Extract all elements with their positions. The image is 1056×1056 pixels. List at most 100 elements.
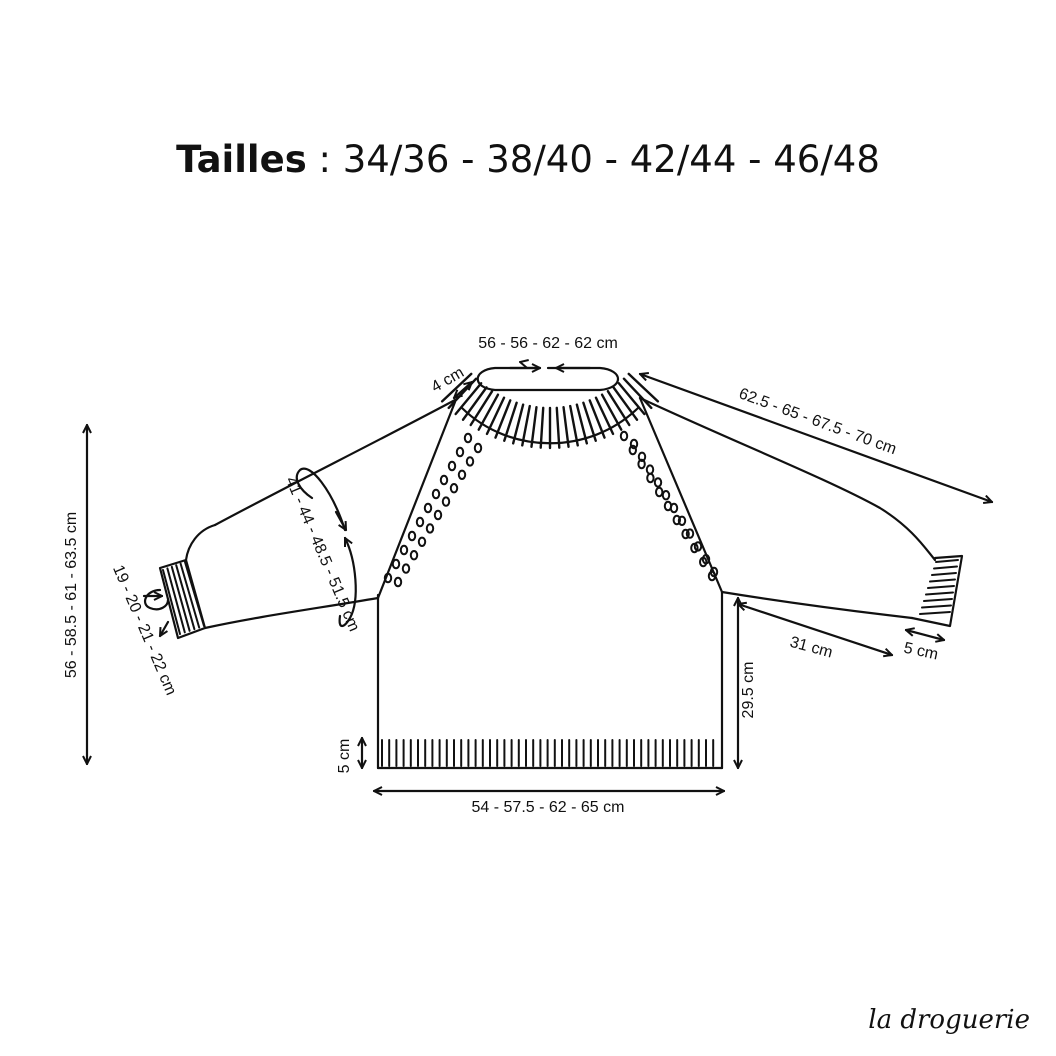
- sizes-title: Tailles : 34/36 - 38/40 - 42/44 - 46/48: [0, 138, 1056, 181]
- eyelet: [645, 464, 655, 475]
- collar-rib: [477, 393, 500, 431]
- eyelet: [399, 544, 409, 556]
- right-cuff-rib: [925, 591, 954, 596]
- underarm-label: 31 cm: [788, 634, 834, 662]
- left-cuff-rib: [184, 561, 205, 627]
- collar-rib: [562, 405, 570, 449]
- eyelet: [447, 460, 457, 472]
- cuff-label: 5 cm: [902, 640, 939, 664]
- wrist-label: 19 - 20 - 21 - 22 cm: [109, 563, 179, 698]
- eyelet: [701, 554, 711, 565]
- collar-rib: [539, 406, 545, 449]
- collar-rib: [594, 396, 615, 436]
- neck-circumference-label: 56 - 56 - 62 - 62 cm: [478, 335, 618, 352]
- eyelet: [407, 530, 417, 542]
- collar-depth-arrow: [454, 382, 472, 398]
- collar-rib: [503, 401, 518, 442]
- cuff-arrow: [906, 630, 944, 640]
- right-cuff-rib: [929, 578, 956, 583]
- right-cuff-rib: [921, 604, 952, 609]
- left-cuff: [158, 558, 207, 640]
- rib-height-label: 5 cm: [336, 739, 353, 774]
- eyelet: [393, 576, 403, 588]
- collar-rib: [494, 399, 512, 439]
- eyelet: [391, 558, 401, 570]
- measure-arrows: [87, 362, 992, 791]
- left-cuff-rib: [166, 567, 186, 634]
- eyelet: [383, 572, 393, 584]
- collar-rib: [461, 386, 488, 421]
- collar-rib: [612, 386, 639, 421]
- raglan-right: [638, 396, 724, 594]
- eyelet: [417, 536, 427, 547]
- eyelet: [449, 483, 459, 494]
- left-sleeve-bottom: [203, 596, 380, 630]
- collar-rib: [569, 404, 579, 447]
- eyelet: [677, 515, 687, 526]
- right-sleeve-top: [638, 396, 937, 562]
- eyelet: [455, 446, 465, 458]
- sleeve-length-label: 62.5 - 65 - 67.5 - 70 cm: [736, 385, 898, 458]
- arm-loop-arrow-2: [338, 538, 357, 628]
- sizes-title-separator: :: [306, 138, 343, 181]
- collar-rib: [485, 396, 506, 436]
- right-cuff-rib: [935, 559, 959, 563]
- eyelet: [465, 456, 475, 467]
- eyelet: [463, 432, 473, 444]
- sizes-title-values: 34/36 - 38/40 - 42/44 - 46/48: [342, 138, 880, 181]
- left-cuff-rib: [170, 565, 191, 632]
- eyelet: [425, 523, 435, 534]
- right-cuff-rib: [927, 585, 955, 589]
- collar-rib: [588, 399, 606, 439]
- left-cuff-rib: [179, 562, 201, 629]
- eyelet: [655, 486, 664, 498]
- right-cuff-rib: [919, 611, 951, 615]
- neck-loop-arrow: [476, 366, 619, 392]
- sizes-title-label: Tailles: [176, 138, 307, 181]
- eyelet: [693, 541, 703, 552]
- arm-loop-arrow: [295, 467, 347, 532]
- eyelet: [431, 488, 441, 500]
- eyelet: [433, 509, 443, 521]
- collar-rib: [555, 406, 561, 449]
- left-sleeve-puff: [184, 523, 217, 562]
- eyelet: [681, 528, 690, 540]
- brand-logo: la droguerie: [868, 1005, 1030, 1035]
- collar-ribs: [440, 372, 660, 450]
- eyelet: [709, 566, 719, 578]
- body-height-label: 29.5 cm: [740, 662, 757, 719]
- total-length-label: 56 - 58.5 - 61 - 63.5 cm: [63, 512, 80, 678]
- eyelet: [415, 516, 425, 528]
- eyelet: [619, 430, 629, 442]
- left-sleeve-top: [213, 398, 457, 527]
- cuff-ribs: [162, 559, 959, 635]
- right-cuff-rib: [923, 598, 953, 602]
- arm-arrow-head: [334, 510, 348, 530]
- collar-rib: [511, 403, 525, 445]
- collar-rib: [469, 389, 494, 427]
- right-sleeve-bottom: [720, 590, 914, 620]
- underarm-arrow: [738, 604, 892, 655]
- collar-rib: [521, 404, 531, 447]
- eyelet: [439, 474, 449, 486]
- collar-rib: [606, 389, 631, 427]
- right-cuff-rib: [933, 565, 958, 570]
- eyelet: [441, 496, 451, 507]
- eyelet: [629, 438, 639, 450]
- eyelet: [401, 563, 411, 574]
- eyelet: [423, 502, 433, 514]
- left-cuff-rib: [175, 564, 196, 631]
- width-label: 54 - 57.5 - 62 - 65 cm: [472, 799, 625, 816]
- wrist-arrow-head-b: [160, 620, 170, 636]
- collar-rib: [582, 401, 597, 442]
- eyelet: [672, 514, 681, 526]
- eyelet: [653, 477, 663, 488]
- eyelet: [669, 502, 679, 514]
- raglan-left: [376, 400, 457, 600]
- hem-ribs: [381, 739, 715, 767]
- sweater-outline: [158, 396, 964, 770]
- eyelet: [628, 444, 637, 456]
- eyelet: [473, 442, 483, 454]
